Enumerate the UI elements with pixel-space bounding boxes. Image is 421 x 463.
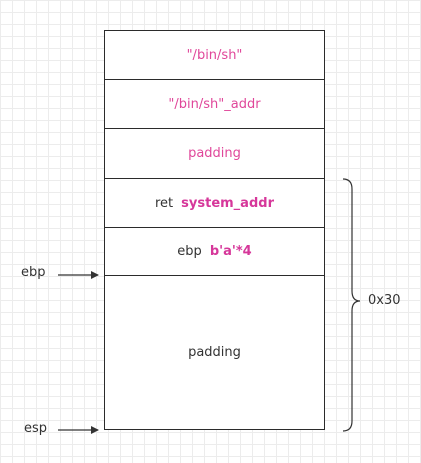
esp-pointer-label: esp xyxy=(24,421,48,436)
stack-frame: "/bin/sh" "/bin/sh"_addr padding ret sys… xyxy=(104,30,325,430)
stack-cell-binsh-addr: "/bin/sh"_addr xyxy=(105,80,324,129)
right-curly-brace xyxy=(342,178,361,432)
stack-cell-label: ebp xyxy=(177,244,202,259)
stack-cell-label: ret xyxy=(155,195,174,211)
ebp-pointer-label: ebp xyxy=(21,265,46,280)
stack-cell-binsh-string: "/bin/sh" xyxy=(105,31,324,80)
stack-cell-return-address: ret system_addr xyxy=(105,179,324,228)
stack-cell-text: "/bin/sh" xyxy=(186,47,243,63)
stack-cell-saved-ebp: ebp b'a'*4 xyxy=(105,228,324,276)
stack-cell-padding-lower: padding xyxy=(105,276,324,429)
stack-cell-text: "/bin/sh"_addr xyxy=(168,96,261,112)
stack-cell-value: system_addr xyxy=(181,195,274,211)
stack-cell-value: b'a'*4 xyxy=(209,244,252,259)
brace-size-label: 0x30 xyxy=(368,293,401,308)
stack-cell-padding-upper: padding xyxy=(105,129,324,179)
stack-cell-text: padding xyxy=(188,345,241,360)
stack-cell-text: padding xyxy=(188,146,241,161)
